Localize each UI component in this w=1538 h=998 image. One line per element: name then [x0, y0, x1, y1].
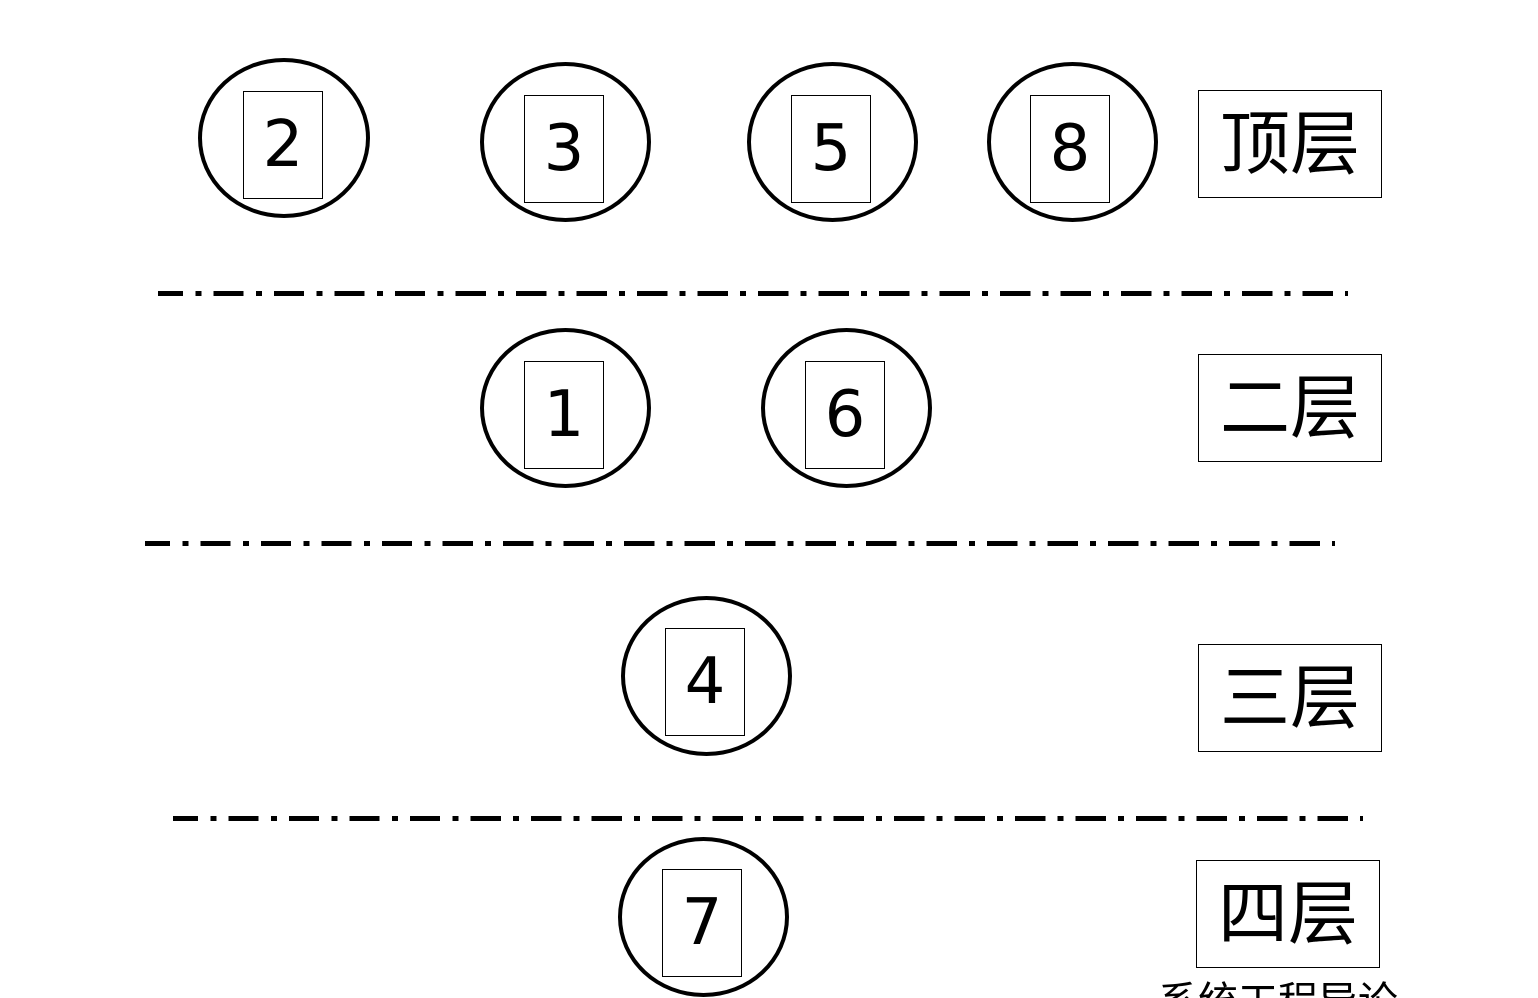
node-3-label: 3	[524, 95, 604, 203]
node-2	[198, 58, 370, 218]
node-4-label: 4	[665, 628, 745, 736]
layer-label-fourth: 四层	[1196, 860, 1380, 968]
layer-label-second: 二层	[1198, 354, 1382, 462]
node-7-label: 7	[662, 869, 742, 977]
layer-label-third: 三层	[1198, 644, 1382, 752]
node-1	[480, 328, 651, 488]
node-3	[480, 62, 651, 222]
node-4	[621, 596, 792, 756]
node-2-label: 2	[243, 91, 323, 199]
node-7	[618, 837, 789, 997]
node-6	[761, 328, 932, 488]
layer-separator-1	[158, 291, 1348, 296]
layer-separator-2	[145, 541, 1335, 546]
node-1-label: 1	[524, 361, 604, 469]
layer-label-top: 顶层	[1198, 90, 1382, 198]
node-8	[987, 62, 1158, 222]
node-5	[747, 62, 918, 222]
diagram-caption: 系统工程导论	[1158, 982, 1398, 998]
node-5-label: 5	[791, 95, 871, 203]
layer-separator-3	[173, 816, 1363, 821]
node-6-label: 6	[805, 361, 885, 469]
node-8-label: 8	[1030, 95, 1110, 203]
